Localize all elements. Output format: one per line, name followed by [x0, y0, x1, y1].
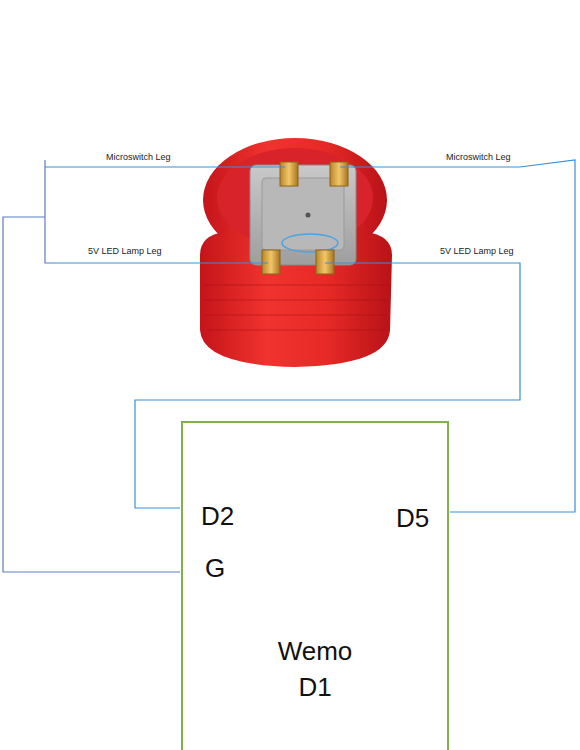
terminal-label: 5V LED Lamp Leg — [438, 246, 516, 257]
pin-name: D2 — [201, 498, 234, 534]
board-name: Wemo D1 — [260, 633, 370, 705]
terminal-label: Microswitch Leg — [444, 152, 513, 163]
board-box: D2 D5G Wemo D1 — [181, 421, 449, 750]
terminal-label: Microswitch Leg — [104, 152, 173, 163]
pin-name: G — [205, 550, 225, 586]
pin-name: D5 — [396, 500, 429, 536]
terminal-label: 5V LED Lamp Leg — [86, 246, 164, 257]
